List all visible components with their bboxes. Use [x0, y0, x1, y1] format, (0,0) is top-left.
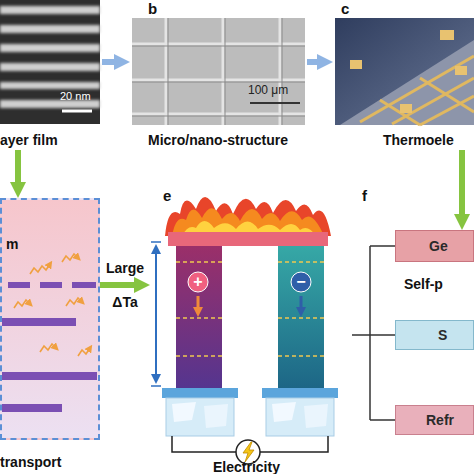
hot-plate — [168, 232, 328, 246]
wire — [172, 436, 236, 452]
caption: ayer film — [0, 132, 58, 148]
phonon-arrows — [14, 254, 90, 356]
scale-bar — [62, 110, 92, 113]
bracket — [352, 246, 395, 420]
device-photo — [335, 18, 474, 125]
flow-arrow — [459, 150, 465, 220]
electron-symbol — [291, 272, 311, 292]
carrier-sign: + — [191, 272, 205, 292]
scale-bar — [250, 102, 300, 104]
group-label: Self-p — [404, 276, 443, 292]
sem-image — [132, 18, 305, 125]
application-box: Refr — [395, 405, 474, 435]
interface-lines — [176, 262, 324, 356]
gradient-arrow — [151, 242, 161, 386]
image-panel: cThermoele — [333, 0, 474, 150]
barrier-layers — [2, 282, 97, 412]
n-leg — [278, 246, 324, 388]
caption: transport — [0, 454, 61, 470]
caption: Electricity — [213, 459, 280, 474]
wire — [260, 436, 328, 452]
application-box: S — [395, 320, 474, 350]
caption: Thermoele — [383, 132, 454, 148]
application-box: Ge — [395, 230, 474, 262]
scale-label: 100 μm — [248, 84, 288, 98]
hole-symbol — [188, 272, 208, 292]
image-panel: 20 nm ayer film — [0, 0, 102, 150]
flame — [165, 197, 331, 236]
flow-arrow — [15, 150, 21, 188]
carrier-sign: − — [294, 272, 308, 292]
p-leg — [176, 246, 222, 388]
box-label: Ge — [429, 238, 448, 254]
flow-arrow — [100, 282, 140, 288]
scale-label: 20 nm — [60, 90, 91, 103]
mechanism-box: mtransport — [0, 198, 100, 440]
carrier-arrow — [300, 296, 303, 312]
edge-label: Large ΔTa — [102, 251, 148, 319]
image-panel: b 100 μm Micro/nano-structure — [130, 0, 307, 150]
panel-letter: e — [163, 187, 171, 204]
ice — [166, 398, 334, 436]
panel-letter: b — [148, 0, 157, 17]
carrier-arrow — [197, 296, 200, 312]
box-label: S — [438, 327, 447, 343]
flow-arrow — [307, 59, 323, 65]
tem-image — [0, 0, 100, 124]
caption: m — [6, 236, 18, 252]
panel-letter: c — [341, 0, 349, 17]
panel-letter: f — [362, 187, 367, 204]
cold-electrode — [162, 388, 238, 398]
box-label: Refr — [426, 412, 454, 428]
device-panel: eElectricity — [150, 185, 340, 474]
cold-electrode — [262, 388, 338, 398]
flow-arrow — [102, 59, 120, 65]
caption: Micro/nano-structure — [148, 132, 288, 148]
